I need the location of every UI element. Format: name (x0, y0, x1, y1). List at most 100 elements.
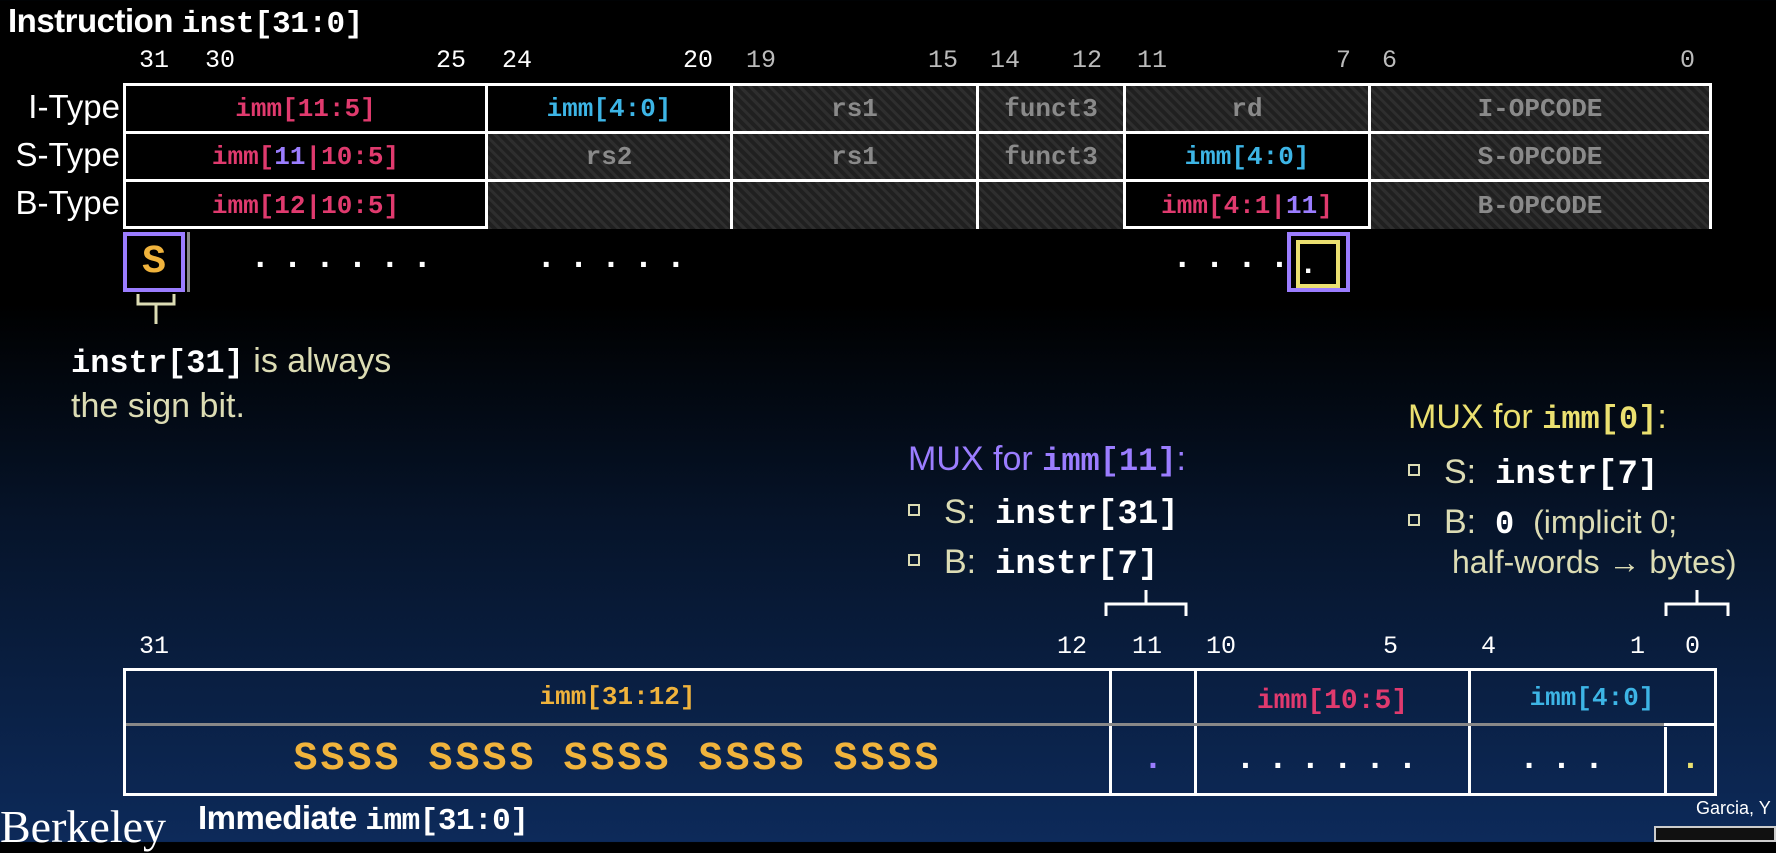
bit-label-30: 30 (205, 46, 236, 75)
s-imm-4-0: imm[4:0] (1126, 134, 1371, 182)
bit-label-7: 7 (1336, 46, 1352, 75)
imm0-bracket-icon (1664, 590, 1730, 616)
s-opcode: S-OPCODE (1371, 134, 1709, 182)
imm-bit-label-1: 1 (1630, 632, 1646, 661)
bit7-purple-box (1287, 232, 1350, 292)
mux0-title-prefix: MUX for (1408, 398, 1543, 436)
row-label-b-type: B-Type (15, 184, 120, 221)
mux11-title-code: imm[11] (1042, 443, 1177, 480)
bit-label-11: 11 (1137, 46, 1168, 75)
bit-label-20: 20 (683, 46, 714, 75)
mux0-title-suffix: : (1657, 398, 1667, 436)
mux0-item-s-key: S: (1444, 453, 1477, 491)
cc-license-icon (1654, 826, 1776, 842)
mux0-item-b-key: B: (1444, 503, 1477, 541)
dots-group-1: ...... (250, 240, 445, 278)
sign-bit-divider (187, 232, 190, 292)
s-imm-bit11: 11 (274, 141, 306, 172)
s-imm-close: |10:5] (305, 141, 400, 172)
sign-bracket-icon (136, 294, 176, 324)
dots-group-2: ..... (536, 240, 699, 278)
mux0-item-b-extra2: half-words → bytes) (1452, 544, 1737, 580)
b-funct3-empty (979, 182, 1126, 229)
mux0-title: MUX for imm[0]: (1408, 398, 1667, 438)
imm-11-dot: . (1142, 740, 1164, 779)
immediate-title-code: imm[31:0] (365, 804, 529, 839)
row-label-i-type: I-Type (28, 88, 120, 125)
b-imm-close: ] (1317, 190, 1333, 221)
sign-bit-note-line1: is always (243, 342, 392, 380)
mux11-item-s: S: instr[31] (908, 488, 1179, 539)
imm-31-12-header: imm[31:12] (539, 682, 696, 712)
imm-sign-fill: SSSS SSSS SSSS SSSS SSSS (293, 737, 942, 782)
s-rs2: rs2 (488, 134, 733, 182)
instruction-title-code: inst[31:0] (181, 7, 364, 42)
imm-4-1-dots: ... (1518, 740, 1617, 779)
i-opcode: I-OPCODE (1371, 86, 1709, 134)
imm-bit-label-12: 12 (1057, 632, 1088, 661)
sign-bit-note-code: instr[31] (71, 345, 244, 382)
i-imm-11-5: imm[11:5] (126, 86, 488, 134)
imm-11-header (1112, 671, 1194, 723)
bit-label-12: 12 (1072, 46, 1103, 75)
bit-label-6: 6 (1382, 46, 1398, 75)
author-credit: Garcia, Y (1696, 798, 1771, 818)
s-imm-11-10-5: imm[11|10:5] (126, 134, 488, 182)
immediate-title: Immediate imm[31:0] (198, 799, 529, 839)
i-rs1: rs1 (733, 86, 979, 134)
mux0-item-b-code: 0 (1495, 506, 1515, 543)
b-imm-4-1-11: imm[4:1|11] (1126, 182, 1371, 229)
mux11-title-prefix: MUX for (908, 440, 1043, 478)
sign-bit-note-line2: the sign bit. (71, 387, 245, 425)
mux0-item-b: B: 0 (implicit 0; (1408, 498, 1776, 549)
b-imm-bit11: 11 (1286, 190, 1318, 221)
i-imm-4-0: imm[4:0] (488, 86, 733, 134)
mux0-item-s-code: instr[7] (1495, 456, 1659, 494)
b-opcode: B-OPCODE (1371, 182, 1709, 229)
bit-label-25: 25 (436, 46, 467, 75)
mux11-title-suffix: : (1176, 440, 1186, 478)
mux11-item-b-code: instr[7] (995, 546, 1159, 584)
instruction-title: Instruction inst[31:0] (8, 2, 363, 42)
imm11-bracket-icon (1104, 590, 1188, 616)
imm-10-5-dots: ...... (1235, 740, 1430, 779)
imm-bit-label-5: 5 (1383, 632, 1399, 661)
imm-0-dot: . (1680, 740, 1701, 779)
immediate-title-text: Immediate (198, 799, 357, 836)
bit-label-0: 0 (1680, 46, 1696, 75)
s-funct3: funct3 (979, 134, 1126, 182)
bit-label-24: 24 (502, 46, 533, 75)
sign-bit-box: S (123, 232, 185, 292)
mux0-title-code: imm[0] (1542, 401, 1658, 438)
s-rs1: rs1 (733, 134, 979, 182)
mux11-title: MUX for imm[11]: (908, 440, 1186, 480)
b-imm-12-10-5: imm[12|10:5] (126, 182, 488, 229)
bit7-yellow-box: . (1296, 240, 1340, 288)
imm-bit-label-4: 4 (1481, 632, 1497, 661)
dots-group-3: .... (1172, 240, 1302, 278)
imm-bit-label-31: 31 (139, 632, 170, 661)
b-rs1-empty (733, 182, 979, 229)
mux11-item-b: B: instr[7] (908, 538, 1158, 589)
imm-4-0-header: imm[4:0] (1529, 683, 1655, 713)
mux0-item-b-extra: (implicit 0; (1533, 504, 1678, 540)
imm-bit-label-10: 10 (1206, 632, 1237, 661)
s-imm-open: imm[ (211, 141, 275, 172)
b-rs2-empty (488, 182, 733, 229)
instruction-title-text: Instruction (8, 2, 174, 39)
imm-10-5-header: imm[10:5] (1256, 685, 1409, 717)
sign-bit-note: instr[31] is always the sign bit. (71, 340, 391, 427)
row-label-s-type: S-Type (15, 136, 120, 173)
bit-label-14: 14 (990, 46, 1021, 75)
mux11-item-s-code: instr[31] (995, 496, 1179, 534)
instruction-format-table: imm[11:5] imm[4:0] rs1 funct3 rd I-OPCOD… (123, 83, 1712, 229)
imm-bit-label-0: 0 (1685, 632, 1701, 661)
bit-label-19: 19 (746, 46, 777, 75)
i-rd: rd (1126, 86, 1371, 134)
immediate-table: imm[31:12] imm[10:5] imm[4:0] SSSS SSSS … (123, 668, 1717, 796)
mux0-item-s: S: instr[7] (1408, 448, 1658, 499)
b-imm-open: imm[4:1| (1161, 190, 1286, 221)
bit-label-31: 31 (139, 46, 170, 75)
berkeley-logo: Berkeley (0, 801, 167, 852)
imm-bit-label-11: 11 (1132, 632, 1163, 661)
